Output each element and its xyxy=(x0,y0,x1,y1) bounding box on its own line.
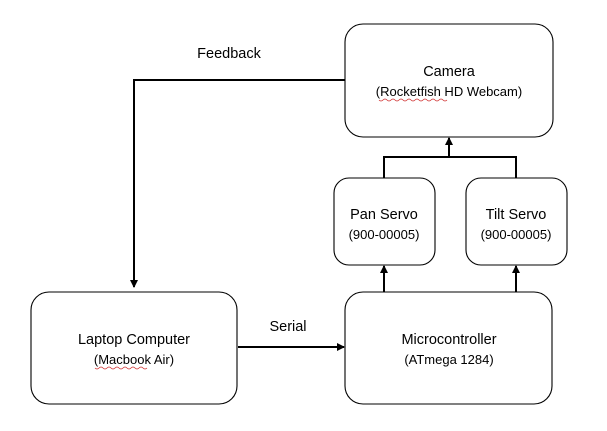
laptop-node: Laptop Computer (Macbook Air) xyxy=(30,291,238,405)
tilt-servo-title: Tilt Servo xyxy=(486,207,547,223)
spellcheck-underline-icon xyxy=(94,366,148,370)
servos-to-camera-bracket xyxy=(383,156,517,178)
laptop-title: Laptop Computer xyxy=(78,332,190,348)
serial-label: Serial xyxy=(269,319,306,335)
feedback-label: Feedback xyxy=(197,46,261,62)
tilt-servo-node: Tilt Servo (900-00005) xyxy=(465,177,568,266)
camera-title: Camera xyxy=(423,64,476,80)
microcontroller-node: Microcontroller (ATmega 1284) xyxy=(344,291,553,405)
spellcheck-underline-icon xyxy=(378,98,448,102)
microcontroller-title: Microcontroller xyxy=(401,332,496,348)
microcontroller-subtitle: (ATmega 1284) xyxy=(404,352,493,367)
pan-servo-title: Pan Servo xyxy=(350,207,418,223)
pan-servo-node: Pan Servo (900-00005) xyxy=(333,177,436,266)
tilt-servo-subtitle: (900-00005) xyxy=(481,227,552,242)
camera-node: Camera (Rocketfish HD Webcam) xyxy=(344,23,554,138)
laptop-subtitle: (Macbook Air) xyxy=(94,352,174,367)
camera-subtitle: (Rocketfish HD Webcam) xyxy=(376,84,522,99)
pan-servo-subtitle: (900-00005) xyxy=(349,227,420,242)
feedback-connector xyxy=(130,79,345,288)
